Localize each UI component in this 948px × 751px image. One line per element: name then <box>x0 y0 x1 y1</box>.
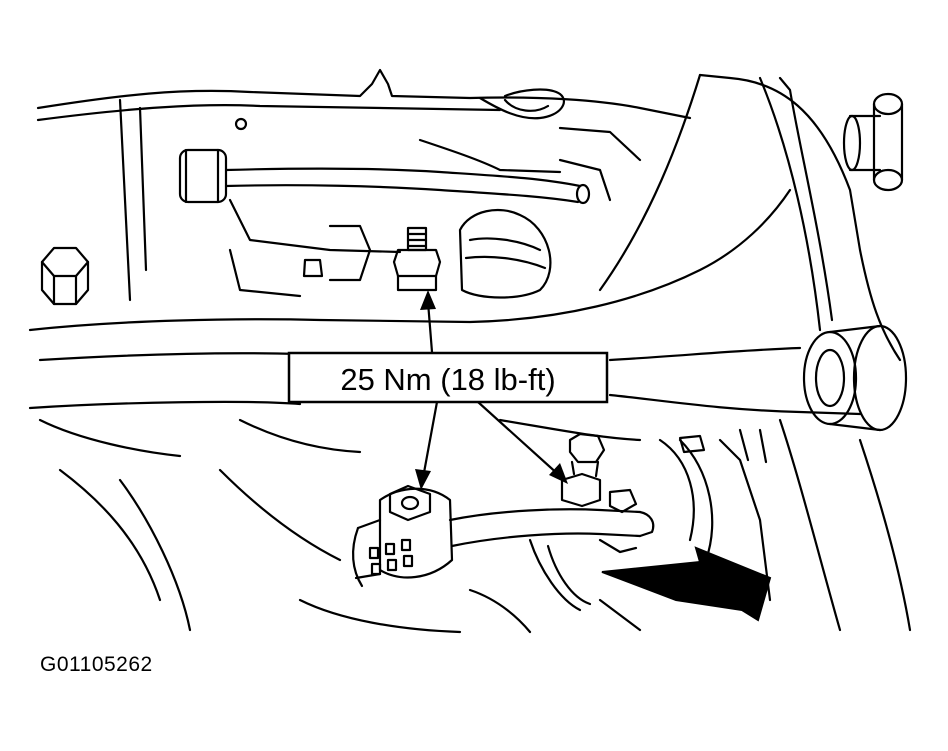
sensor-housing <box>302 208 552 299</box>
stabilizer-link-rod <box>178 148 591 205</box>
torque-callout: 25 Nm (18 lb-ft) <box>287 351 609 404</box>
figure-id: G01105262 <box>40 653 153 676</box>
upper-frame-bracket <box>36 68 692 302</box>
lower-background-parts <box>58 418 912 634</box>
right-bolt-heads <box>842 92 904 192</box>
control-arm-bushing <box>802 324 908 432</box>
callout-arrowheads <box>415 290 568 490</box>
locator-arrow <box>601 546 772 622</box>
arrowhead-down-right <box>549 463 568 484</box>
left-hex-nut <box>40 246 90 306</box>
upper-stud-nut <box>392 226 442 292</box>
arrowhead-down-left <box>415 469 431 490</box>
control-arm <box>28 73 902 458</box>
arrowhead-up <box>420 290 436 310</box>
torque-callout-label: 25 Nm (18 lb-ft) <box>340 362 555 397</box>
callout-leader-arrows <box>421 300 562 480</box>
brake-line-assembly <box>352 432 655 612</box>
